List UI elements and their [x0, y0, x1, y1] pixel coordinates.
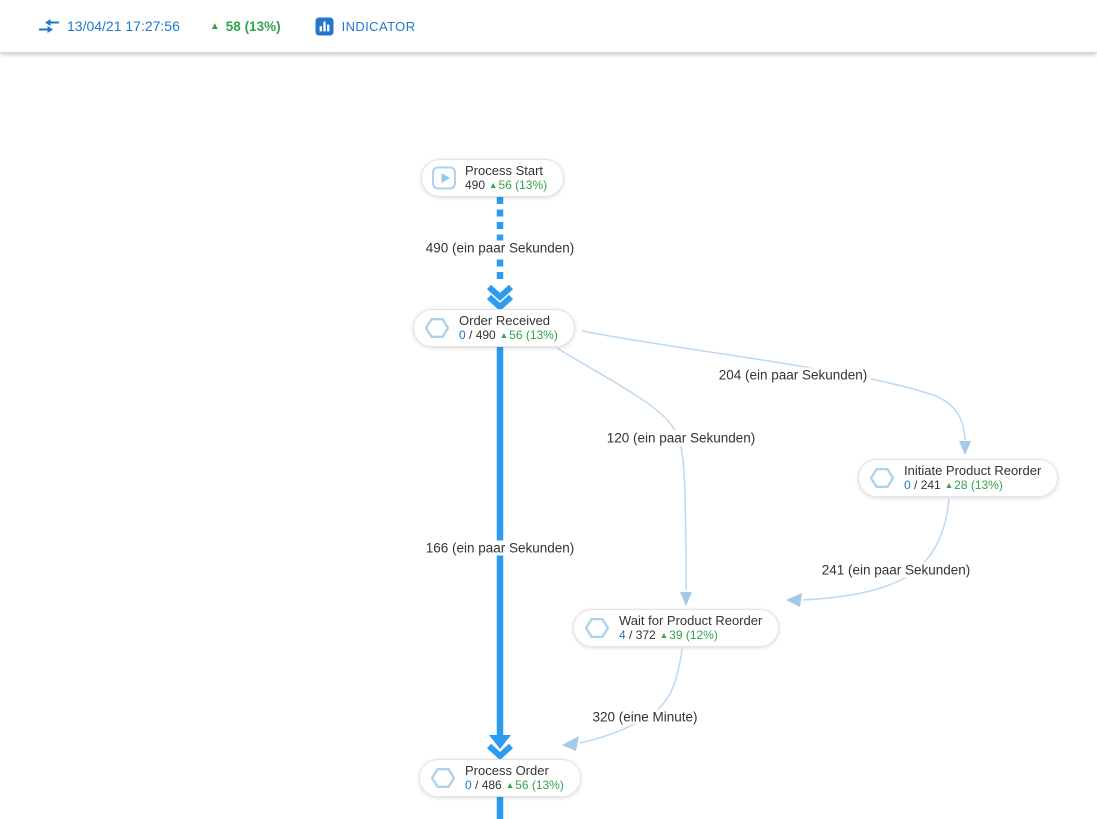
count-separator: / [910, 477, 921, 492]
node-process-order[interactable]: Process Order 0 / 486▲56 (13%) [419, 759, 581, 797]
edge-label: 120 (ein paar Sekunden) [603, 430, 759, 446]
edge-label: 320 (eine Minute) [589, 709, 701, 725]
node-stats: 4 / 372▲39 (12%) [619, 627, 762, 643]
node-text: Order Received 0 / 490▲56 (13%) [459, 312, 558, 343]
play-icon [432, 166, 456, 190]
edge-wait-to-process [579, 648, 683, 744]
arrowhead-process-right [562, 736, 579, 751]
node-text: Wait for Product Reorder 4 / 372▲39 (12%… [619, 612, 763, 643]
edge-label: 241 (ein paar Sekunden) [818, 562, 974, 578]
chevron-arrow-order-2 [486, 294, 514, 312]
count-current: 4 [619, 627, 626, 642]
node-text: Initiate Product Reorder 0 / 241▲28 (13%… [904, 462, 1042, 493]
bar-chart-icon [315, 17, 334, 35]
node-stats: 0 / 486▲56 (13%) [465, 777, 564, 793]
count-delta: 56 (13%) [515, 777, 564, 792]
node-title: Initiate Product Reorder [904, 462, 1042, 478]
count-separator: / [465, 327, 476, 342]
count-current: 0 [904, 477, 911, 492]
edge-label: 166 (ein paar Sekunden) [422, 540, 578, 556]
node-title: Wait for Product Reorder [619, 612, 763, 628]
count-delta: 56 (13%) [509, 327, 558, 342]
count-total: 241 [920, 477, 941, 492]
trend-up-icon: ▲ [944, 479, 954, 490]
node-wait-for-product-reorder[interactable]: Wait for Product Reorder 4 / 372▲39 (12%… [573, 609, 780, 647]
node-title: Order Received [459, 312, 551, 328]
trend-up-icon: ▲ [659, 629, 669, 640]
count-total: 372 [635, 627, 656, 642]
node-order-received[interactable]: Order Received 0 / 490▲56 (13%) [413, 309, 575, 347]
arrowhead-wait [680, 592, 692, 606]
edge-order-to-initiate [581, 330, 966, 441]
overall-delta-value: 58 (13%) [225, 18, 281, 34]
chevron-arrow-processorder [486, 743, 514, 761]
node-text: Process Start 490▲56 (13%) [465, 162, 548, 193]
toolbar: 13/04/21 17:27:56 ▲ 58 (13%) INDICATOR [0, 0, 1097, 53]
hexagon-icon [424, 318, 450, 338]
node-stats: 490▲56 (13%) [465, 177, 548, 193]
indicator-label: INDICATOR [341, 18, 416, 34]
edge-initiate-to-wait [802, 498, 950, 601]
arrowhead-processorder [489, 735, 511, 749]
node-text: Process Order 0 / 486▲56 (13%) [465, 762, 564, 793]
trend-up-icon: ▲ [499, 329, 509, 340]
diagram-canvas: 490 (ein paar Sekunden) 166 (ein paar Se… [0, 54, 1097, 819]
overall-delta: ▲ 58 (13%) [210, 19, 281, 34]
chevron-arrow-order-1 [486, 284, 514, 302]
indicator-button[interactable]: INDICATOR [315, 17, 416, 36]
node-stats: 0 / 490▲56 (13%) [459, 327, 558, 343]
arrowhead-initiate [959, 441, 971, 455]
hexagon-icon [869, 468, 895, 488]
swap-arrows-icon [39, 19, 59, 33]
node-stats: 0 / 241▲28 (13%) [904, 477, 1041, 493]
node-process-start[interactable]: Process Start 490▲56 (13%) [421, 159, 565, 197]
hexagon-icon [584, 618, 610, 638]
timestamp: 13/04/21 17:27:56 [67, 18, 180, 34]
node-initiate-product-reorder[interactable]: Initiate Product Reorder 0 / 241▲28 (13%… [858, 459, 1059, 497]
count-current: 0 [465, 777, 472, 792]
trend-up-icon: ▲ [209, 20, 220, 32]
count-total: 490 [465, 177, 486, 192]
date-control[interactable]: 13/04/21 17:27:56 [38, 16, 180, 36]
count-separator: / [471, 777, 482, 792]
edge-label: 204 (ein paar Sekunden) [715, 367, 871, 383]
count-delta: 56 (13%) [498, 177, 548, 192]
count-delta: 28 (13%) [954, 477, 1003, 492]
arrowhead-wait-right [786, 593, 802, 607]
node-title: Process Start [465, 162, 544, 178]
hexagon-icon [430, 768, 456, 788]
count-total: 490 [475, 327, 496, 342]
node-title: Process Order [465, 762, 549, 778]
count-current: 0 [459, 327, 466, 342]
count-delta: 39 (12%) [669, 627, 718, 642]
count-separator: / [625, 627, 636, 642]
edge-label: 490 (ein paar Sekunden) [422, 240, 578, 256]
count-total: 486 [481, 777, 502, 792]
trend-up-icon: ▲ [489, 179, 498, 190]
trend-up-icon: ▲ [505, 779, 515, 790]
